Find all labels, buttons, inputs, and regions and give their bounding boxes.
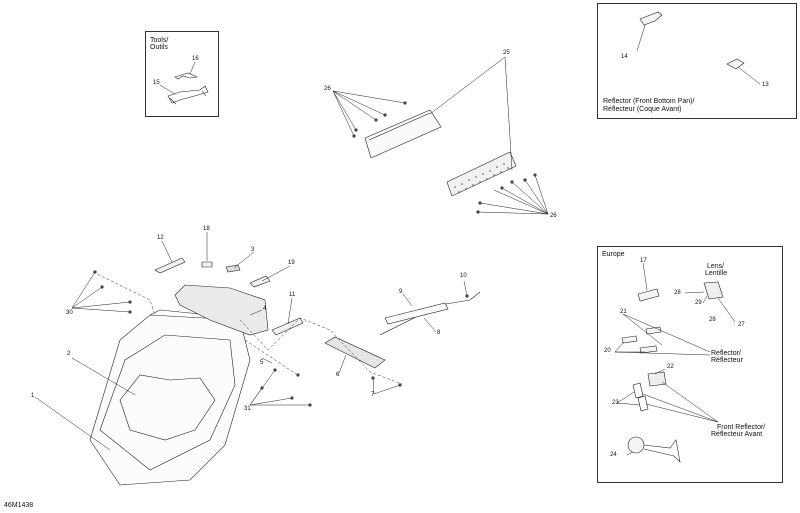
callout-15: 15 <box>153 80 160 86</box>
callout-6: 6 <box>336 372 340 378</box>
reflector-13-shape <box>726 58 745 70</box>
europe-title: Europe <box>602 251 625 258</box>
callout-12: 12 <box>157 235 164 241</box>
reflector-17-shape <box>637 288 660 302</box>
callout-21: 21 <box>620 309 627 315</box>
callout-14: 14 <box>621 54 628 60</box>
leader-lines <box>34 24 761 456</box>
plate-lower-shape <box>446 151 517 197</box>
callout-9: 9 <box>399 289 403 295</box>
callout-31: 31 <box>244 406 251 412</box>
assembly-lines <box>92 271 403 385</box>
nose-pan-shape <box>89 314 251 486</box>
callout-30: 30 <box>66 310 73 316</box>
callout-28-b: 28 <box>709 317 716 323</box>
callout-29: 29 <box>695 300 702 306</box>
reflector-caption-line2: Réflecteur (Coque Avant) <box>603 106 682 113</box>
callout-26-lower: 26 <box>550 213 557 219</box>
tools-title-line2: Outils <box>150 44 168 51</box>
callout-25: 25 <box>503 50 510 56</box>
callout-26-upper: 26 <box>324 86 331 92</box>
front-reflector-label-line1: Front Reflector/ <box>717 424 766 431</box>
reflector-front-bottom-pan-panel <box>597 3 797 119</box>
reflector-14-shape <box>639 11 663 26</box>
reflector-19-shape <box>249 275 271 288</box>
reflector-20b-shape <box>639 345 658 354</box>
plate-upper-shape <box>364 109 442 159</box>
callout-8: 8 <box>437 330 441 336</box>
callout-27: 27 <box>738 322 745 328</box>
callout-20: 20 <box>604 348 611 354</box>
callout-3: 3 <box>251 247 255 253</box>
callout-23: 23 <box>612 400 619 406</box>
bracket-23a-shape <box>632 382 644 399</box>
reflector-18-shape <box>201 261 213 268</box>
callout-19: 19 <box>288 260 295 266</box>
callout-5: 5 <box>260 360 264 366</box>
callout-2: 2 <box>67 351 71 357</box>
light-housing-shape <box>174 284 269 336</box>
callout-4: 4 <box>263 306 267 312</box>
plate-perforations <box>454 163 509 193</box>
drawing-code: 46M1438 <box>4 502 34 509</box>
callout-13: 13 <box>762 82 769 88</box>
front-reflector-22-shape <box>647 371 667 387</box>
front-reflector-label-line2: Réflecteur Avant <box>711 431 763 438</box>
callout-17: 17 <box>640 258 647 264</box>
strip-shape <box>384 302 449 325</box>
callout-1: 1 <box>31 393 35 399</box>
reflector-12-shape <box>154 257 186 274</box>
reflector-caption-line1: Reflector (Front Bottom Pan)/ <box>603 98 695 105</box>
tool-16-shape <box>174 72 199 80</box>
lens-27-shape <box>703 281 724 300</box>
reflector-11-shape <box>271 317 304 336</box>
tools-panel <box>145 31 219 117</box>
callout-7: 7 <box>371 392 375 398</box>
reflector-20a-shape <box>621 335 638 344</box>
callout-22: 22 <box>667 364 674 370</box>
tool-15-shape <box>167 85 209 104</box>
callout-16: 16 <box>192 56 199 62</box>
tools-title-line1: Tools/ <box>150 37 169 44</box>
callout-24: 24 <box>610 452 617 458</box>
reflector-label-line2: Réflecteur <box>711 357 743 364</box>
fasteners <box>93 101 537 407</box>
bracket-shape <box>324 336 386 369</box>
callout-10: 10 <box>460 273 467 279</box>
callout-28-a: 28 <box>674 290 681 296</box>
harness-shape <box>379 291 481 336</box>
lens-label-line1: Lens/ <box>707 263 725 270</box>
reflector-label-line1: Reflector/ <box>711 350 741 357</box>
mirror-24-shape <box>627 436 645 454</box>
emblem-3-shape <box>225 264 241 273</box>
lens-label-line2: Lentille <box>705 270 728 277</box>
callout-11: 11 <box>289 292 296 298</box>
reflector-21-shape <box>645 326 662 335</box>
callout-18: 18 <box>203 226 210 232</box>
bracket-23b-shape <box>637 395 649 412</box>
